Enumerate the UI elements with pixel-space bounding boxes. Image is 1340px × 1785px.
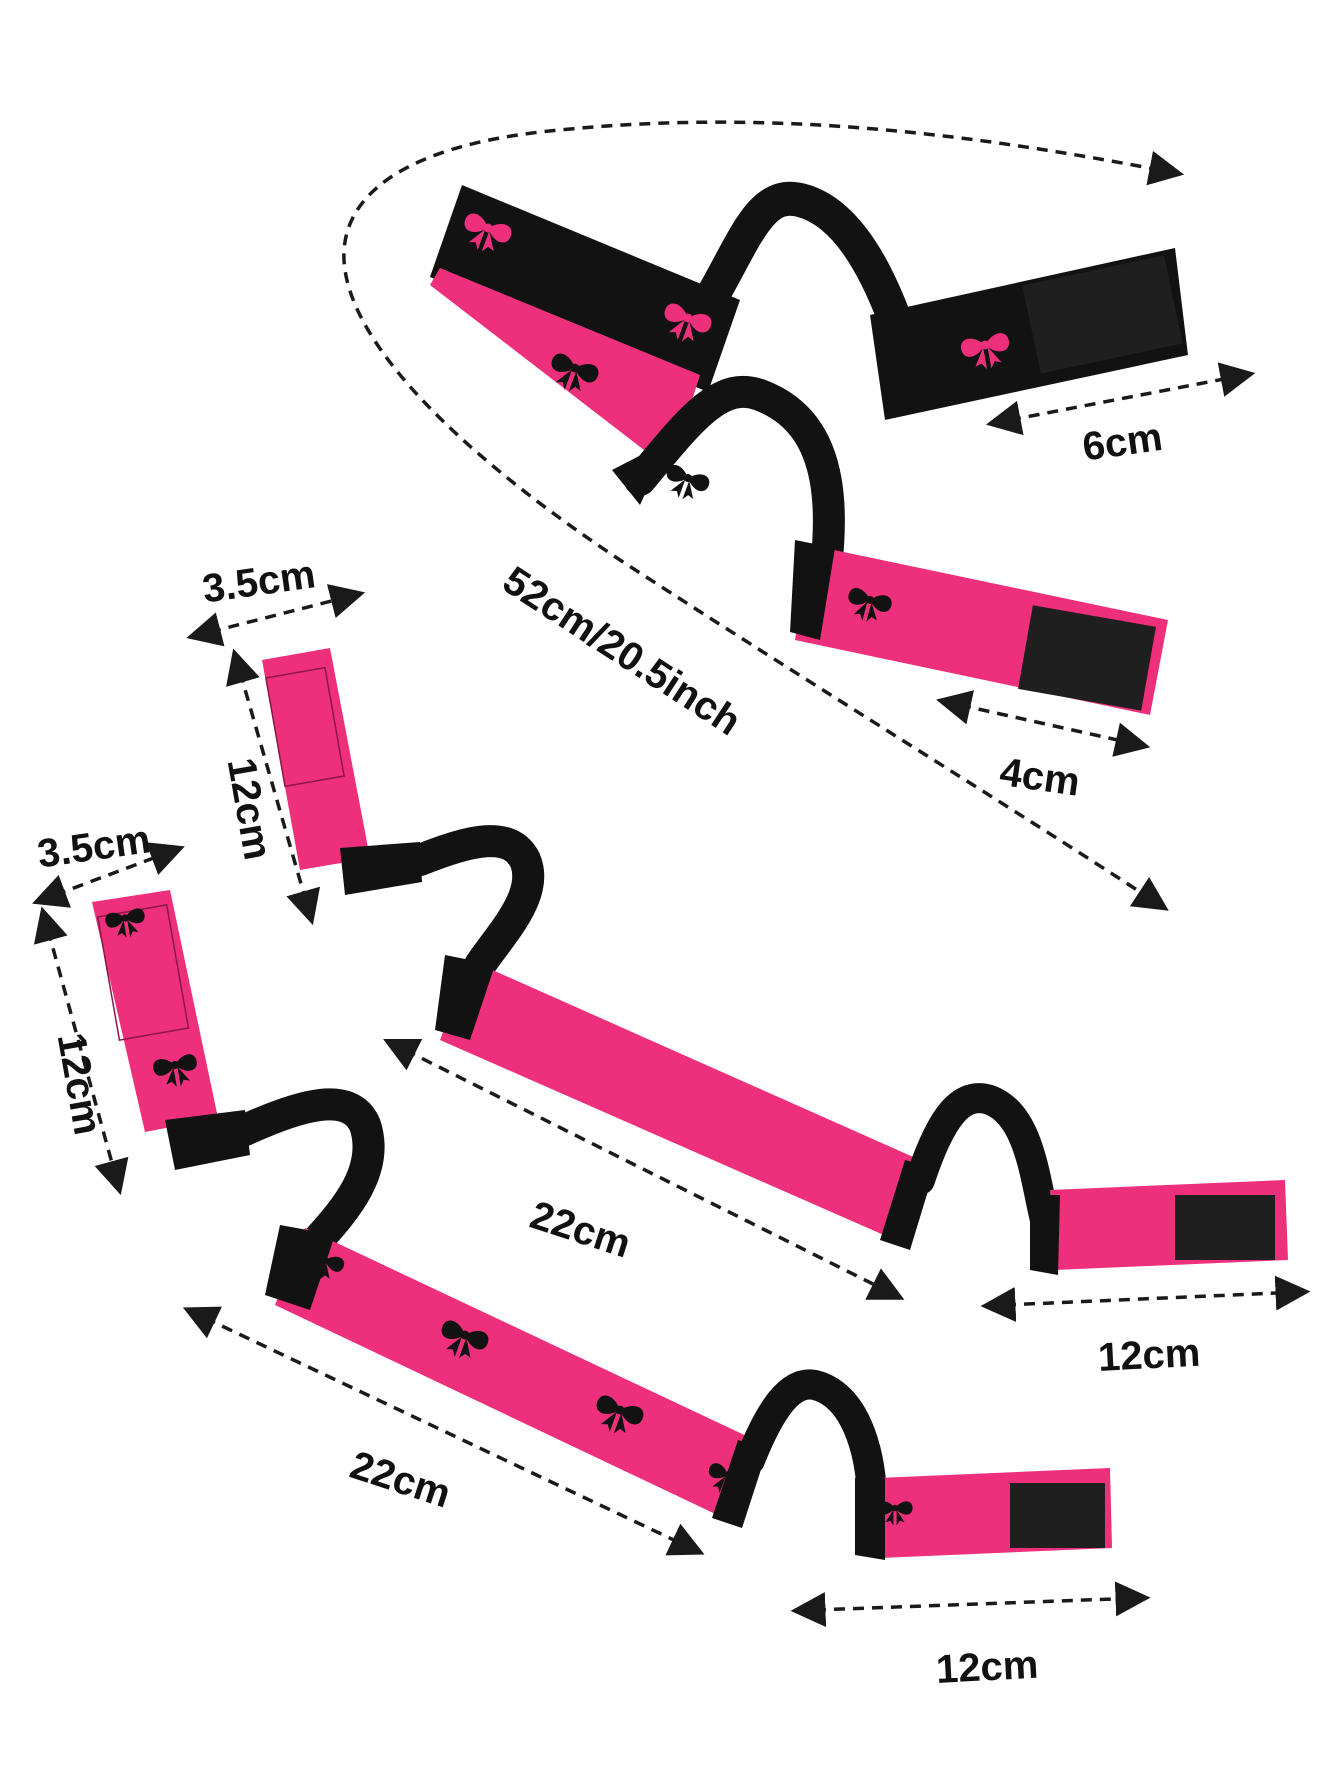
velcro-6cm-arrow (985, 362, 1256, 436)
bow-icon (659, 462, 894, 627)
tab-12cm-label-b: 12cm (934, 1642, 1040, 1692)
length-12cm-arrow-a (226, 648, 321, 926)
tab-12cm-arrow-a (980, 1275, 1311, 1323)
velcro-4cm-arrow (936, 690, 1151, 757)
width-3-5cm-arrow-a (186, 584, 366, 647)
top-strap-pair (430, 181, 1188, 715)
velcro-patch (1018, 605, 1156, 711)
dimension-arrows (32, 120, 1311, 1628)
strap-22cm-arrow-b (182, 1306, 705, 1556)
tab-12cm-arrow-b (790, 1581, 1151, 1628)
velcro-patch (1010, 1483, 1105, 1548)
length-12cm-arrow-b (33, 906, 129, 1196)
velcro-6cm-label: 6cm (1079, 414, 1166, 470)
strap-22cm-arrow-a (383, 1039, 905, 1300)
tab-12cm-label-a: 12cm (1096, 1330, 1202, 1380)
velcro-4cm-label: 4cm (997, 750, 1083, 805)
velcro-patch (1175, 1195, 1275, 1260)
pink-strap (624, 375, 1168, 715)
width-3-5cm-arrow-b (32, 842, 185, 908)
total-length-arrow (342, 120, 1185, 911)
